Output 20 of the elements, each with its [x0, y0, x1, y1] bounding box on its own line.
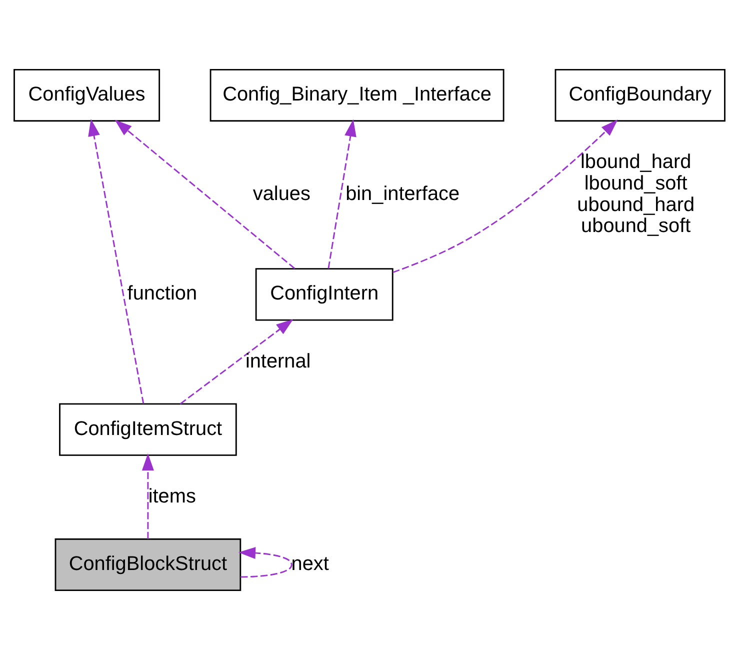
edge-label: function — [127, 282, 198, 304]
arrow — [88, 118, 144, 404]
arrow — [180, 318, 294, 404]
edge-label: bin_interface — [346, 182, 460, 205]
edge-label: values — [252, 182, 310, 205]
node-box: ConfigBlockStruct — [54, 538, 242, 591]
node-box: ConfigBoundary — [554, 68, 726, 122]
node-box: Config_Binary_Item _Interface — [210, 68, 504, 122]
arrow — [142, 452, 154, 539]
arrow — [328, 118, 356, 268]
node-box: ConfigIntern — [255, 268, 394, 320]
edge-label: internal — [245, 350, 311, 372]
arrow — [392, 119, 618, 273]
edge-label: lbound_hard lbound_soft ubound_hard ubound_soft — [577, 150, 695, 237]
edge-label: items — [148, 484, 196, 507]
arrow — [238, 546, 292, 578]
arrow — [114, 119, 296, 269]
edge-label: next — [291, 552, 329, 574]
node-box: ConfigValues — [14, 68, 160, 122]
node-box: ConfigItemStruct — [59, 402, 237, 456]
